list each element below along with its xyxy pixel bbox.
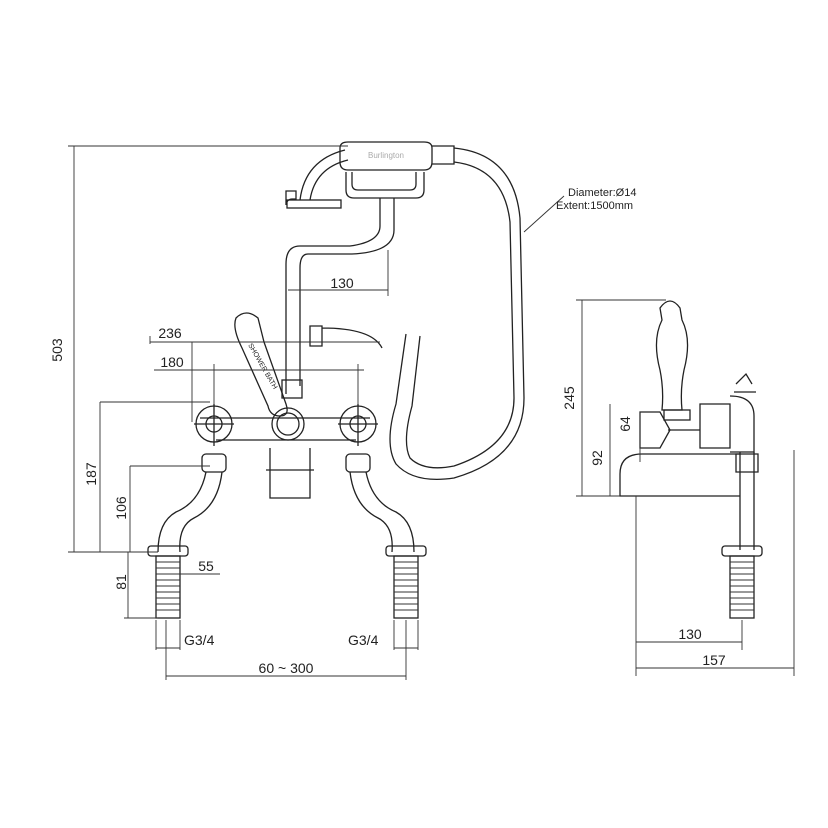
dim-tail-width: 55 xyxy=(198,558,214,574)
showerhead-neck xyxy=(285,190,297,206)
cold-handle xyxy=(338,404,415,553)
dim-spout-height: 92 xyxy=(589,450,605,466)
dimension-labels: 503 236 180 130 187 106 81 55 G3/4 G3/4 … xyxy=(49,187,726,676)
dim-total-depth: 157 xyxy=(702,652,726,668)
dim-handset-offset: 130 xyxy=(330,275,354,291)
side-view xyxy=(619,300,763,619)
dimension-lines xyxy=(68,145,795,680)
handset-logo: Burlington xyxy=(368,151,404,160)
spout xyxy=(266,448,314,499)
right-tail xyxy=(385,545,427,619)
dim-centres-range: 60 ~ 300 xyxy=(259,660,314,676)
front-view: Burlington SHOWER BATH xyxy=(147,141,525,619)
dim-tap-centres: 180 xyxy=(160,354,184,370)
showerhead-icon xyxy=(286,199,342,209)
dim-handle-drop: 64 xyxy=(617,416,633,432)
dim-thread-right: G3/4 xyxy=(348,632,379,648)
dim-leg-height: 106 xyxy=(113,496,129,520)
dim-side-height: 245 xyxy=(561,386,577,410)
dim-handle-height: 187 xyxy=(83,462,99,486)
side-lever xyxy=(655,300,689,411)
dim-tail-length: 81 xyxy=(113,574,129,590)
left-tail xyxy=(147,545,189,619)
dim-thread-left: G3/4 xyxy=(184,632,215,648)
dim-total-height: 503 xyxy=(49,338,65,362)
handset-body xyxy=(339,141,433,171)
dim-outer-width: 236 xyxy=(158,325,182,341)
hose-diameter-note: Diameter:Ø14 xyxy=(568,187,636,199)
hose-extent-note: Extent:1500mm xyxy=(556,200,633,212)
hot-handle xyxy=(157,404,234,553)
side-handle xyxy=(639,411,671,449)
dim-spout-reach: 130 xyxy=(678,626,702,642)
